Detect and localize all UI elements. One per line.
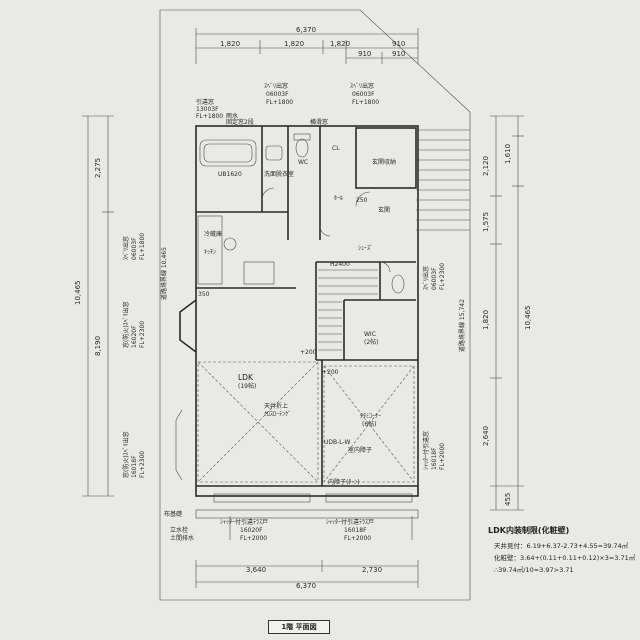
label-ceiling-sub: ｸﾛｽﾛｰﾃﾝｸﾞ	[264, 411, 291, 418]
label-tateto: 立水栓	[170, 526, 188, 534]
label-wc: WC	[298, 159, 308, 166]
window-left-3-fl: FL+2300	[139, 451, 146, 478]
dim-top-3: 1,820	[330, 40, 350, 48]
dim-left-total: 10,465	[74, 281, 82, 306]
dim-top-1: 1,820	[220, 40, 240, 48]
label-tatami-size: (6帖)	[362, 420, 377, 428]
window-right-2-type: ｼｬｯﾀｰ付引違窓	[422, 431, 430, 470]
label-ldk: LDK	[238, 373, 254, 382]
window-top-left-type: 引違窓	[196, 98, 214, 106]
window-bottom-2-fl: FL+2000	[344, 535, 371, 542]
label-wic-sub: (2帖)	[364, 338, 379, 346]
label-fridge: 冷蔵庫	[204, 230, 222, 238]
window-right-1-code: 06003F	[431, 267, 438, 290]
dim-top-sub-1: 910	[358, 50, 371, 58]
dim-top-total: 6,370	[296, 26, 316, 34]
window-left-3-type: 窓(防火)ｽﾍﾞﾘ出窓	[122, 431, 130, 478]
label-fuki: 布基礎	[164, 510, 182, 518]
window-bottom-1-fl: FL+2000	[240, 535, 267, 542]
window-bottom-2-code: 16018F	[344, 527, 367, 534]
window-top-1-code: 06003F	[266, 91, 289, 98]
dim-right-6: 455	[504, 493, 512, 506]
window-top-left-code: 13003F	[196, 106, 219, 113]
window-bottom-1-code: 16020F	[240, 527, 263, 534]
window-left-2-code: 16020F	[131, 325, 138, 348]
label-left-boundary: 道路境界線 10,465	[160, 247, 168, 300]
window-top-2-type: ｽﾍﾞﾘ出窓	[350, 82, 374, 90]
dim-bottom-total: 6,370	[296, 582, 316, 590]
label-hall: ﾎｰﾙ	[334, 195, 343, 202]
label-wic: WIC	[364, 331, 376, 338]
dim-top-4: 910	[392, 40, 405, 48]
notes-line-3: ∴39.74㎡/10=3.97>3.71	[494, 566, 574, 574]
dim-right-5: 2,640	[482, 426, 490, 446]
label-entrance: 玄関	[378, 206, 390, 214]
label-250: 250	[356, 197, 368, 204]
window-top-2-code: 06003F	[352, 91, 375, 98]
label-dokan: 土間排水	[170, 534, 194, 542]
window-left-1-code: 06003F	[131, 237, 138, 260]
notes-line-2: 化粧壁：3.64+(0.11+0.11+0.12)×3=3.71㎡	[494, 554, 636, 562]
sheet-title: 1階 平面図	[268, 620, 330, 634]
window-left-2-fl: FL+2300	[139, 321, 146, 348]
dim-right-3: 1,575	[482, 212, 490, 232]
label-kitchen: ｷｯﾁﾝ	[204, 249, 216, 256]
label-inner-shoji: 室内障子	[348, 446, 372, 454]
window-bottom-1-type: ｼｬｯﾀｰ付引違ﾃﾗｽ戸	[220, 518, 268, 526]
label-kidai: 雨水	[226, 112, 238, 120]
dim-right-4: 1,820	[482, 310, 490, 330]
window-right-1-type: ｽﾍﾞﾘ出窓	[422, 266, 430, 290]
dim-bottom-1: 3,640	[246, 566, 266, 574]
dim-right-1: 2,120	[482, 156, 490, 176]
label-entrance-storage: 玄関収納	[372, 158, 396, 166]
window-left-3-code: 16018F	[131, 455, 138, 478]
label-h2400: H2400	[330, 261, 350, 268]
dim-top-sub-2: 910	[392, 50, 405, 58]
window-left-1-fl: FL+1800	[139, 233, 146, 260]
label-sliding-window: 横滑窓	[310, 118, 328, 126]
window-right-1-fl: FL+2300	[439, 263, 446, 290]
window-left-1-type: ｽﾍﾞﾘ出窓	[122, 236, 130, 260]
dim-top-2: 1,820	[284, 40, 304, 48]
label-plus200-1: +200	[300, 349, 317, 356]
notes-line-1: 天井見付：6.19+6.37-2.73+4.55=39.74㎡	[494, 542, 629, 550]
label-ub: UB1620	[218, 171, 242, 178]
label-ceiling: 天井折上	[264, 402, 288, 410]
window-right-2-fl: FL+2000	[439, 443, 446, 470]
window-top-1-type: ｽﾍﾞﾘ出窓	[264, 82, 288, 90]
label-tatami: ﾀﾀﾐｺｰﾅｰ	[360, 413, 381, 420]
dim-left-2: 8,190	[94, 336, 102, 356]
label-udb: UDB-L-W	[324, 439, 350, 446]
window-top-2-fl: FL+1800	[352, 99, 379, 106]
site-boundary	[159, 9, 471, 601]
window-left-2-type: 窓(防火)ｽﾍﾞﾘ出窓	[122, 301, 130, 348]
label-fixed-window: 固定窓2段	[226, 118, 254, 126]
dim-diagonal: 道路境界線 15,742	[458, 299, 466, 352]
label-ldk-size: (19帖)	[238, 382, 256, 390]
label-plus200-2: +200	[322, 369, 339, 376]
label-cl: CL	[332, 145, 340, 152]
label-washroom: 洗面脱衣室	[264, 170, 294, 178]
window-top-left-fl: FL+1800	[196, 113, 223, 120]
dim-right-total: 10,465	[524, 306, 532, 331]
window-top-1-fl: FL+1800	[266, 99, 293, 106]
label-shoes: ｼｭｰｽﾞ	[358, 245, 373, 252]
outer-walls	[195, 125, 419, 497]
window-right-2-code: 16018F	[431, 447, 438, 470]
notes-title: LDK内装制限(化粧壁)	[488, 526, 570, 535]
dim-left-1: 2,275	[94, 158, 102, 178]
label-350: 350	[198, 291, 210, 298]
dim-right-2: 1,610	[504, 144, 512, 164]
dim-bottom-2: 2,730	[362, 566, 382, 574]
label-inner-shoji-bottom: 内障子(ﾀｰﾝ)	[328, 478, 360, 486]
window-bottom-2-type: ｼｬｯﾀｰ付引違ﾃﾗｽ戸	[326, 518, 374, 526]
